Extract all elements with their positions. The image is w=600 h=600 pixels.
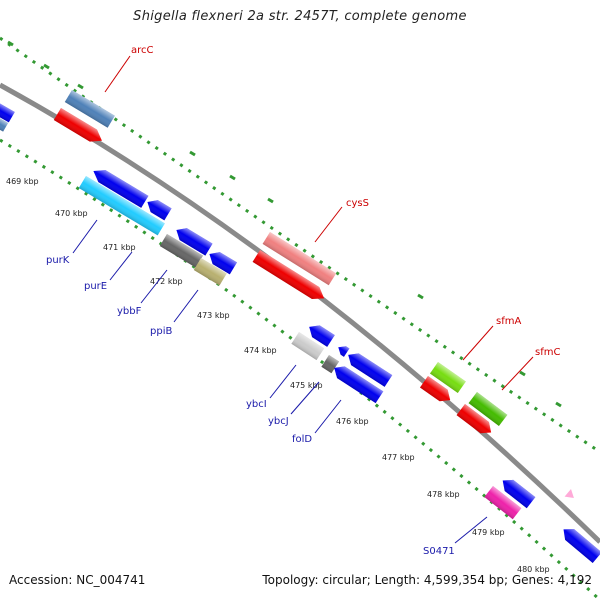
tick-477: 477 kbp: [382, 453, 415, 462]
tick-472: 472 kbp: [150, 277, 183, 286]
tick-471: 471 kbp: [103, 243, 136, 252]
tick-469: 469 kbp: [6, 177, 39, 186]
inner-dotted-ruler: [0, 138, 600, 600]
genome-title: Shigella flexneri 2a str. 2457T, complet…: [133, 9, 467, 24]
gene-label-arcC[interactable]: arcC: [131, 45, 154, 56]
gene-label-sfmC[interactable]: sfmC: [535, 347, 560, 358]
genome-backbone: [0, 82, 600, 544]
gene-label-ybcI[interactable]: ybcI: [246, 399, 267, 410]
gene-label-ybbF[interactable]: ybbF: [117, 306, 142, 317]
gene-label-purE[interactable]: purE: [84, 281, 107, 292]
gene-label-ppiB[interactable]: ppiB: [150, 326, 172, 337]
tick-480: 480 kbp: [517, 565, 550, 574]
gene-label-cysS[interactable]: cysS: [346, 198, 369, 209]
tick-475: 475 kbp: [290, 381, 323, 390]
tick-474: 474 kbp: [244, 346, 277, 355]
gene-label-sfmA[interactable]: sfmA: [496, 316, 521, 327]
tick-478: 478 kbp: [427, 490, 460, 499]
kbp-tick-labels: 469 kbp 470 kbp 471 kbp 472 kbp 473 kbp …: [6, 177, 550, 574]
accession-text: Accession: NC_004741: [9, 573, 146, 587]
tick-479: 479 kbp: [472, 528, 505, 537]
tick-473: 473 kbp: [197, 311, 230, 320]
gene-label-purK[interactable]: purK: [46, 255, 70, 266]
gene-label-ybcJ[interactable]: ybcJ: [268, 416, 289, 427]
label-leaders: [72, 55, 534, 544]
gene-arrow[interactable]: [564, 489, 578, 502]
tick-476: 476 kbp: [336, 417, 369, 426]
gene-label-S0471[interactable]: S0471: [423, 546, 455, 557]
tick-470: 470 kbp: [55, 209, 88, 218]
gene-label-folD[interactable]: folD: [292, 434, 312, 445]
gene-features: [0, 90, 600, 564]
genome-summary-text: Topology: circular; Length: 4,599,354 bp…: [262, 573, 592, 587]
outer-ruler-ticks: [7, 40, 562, 408]
